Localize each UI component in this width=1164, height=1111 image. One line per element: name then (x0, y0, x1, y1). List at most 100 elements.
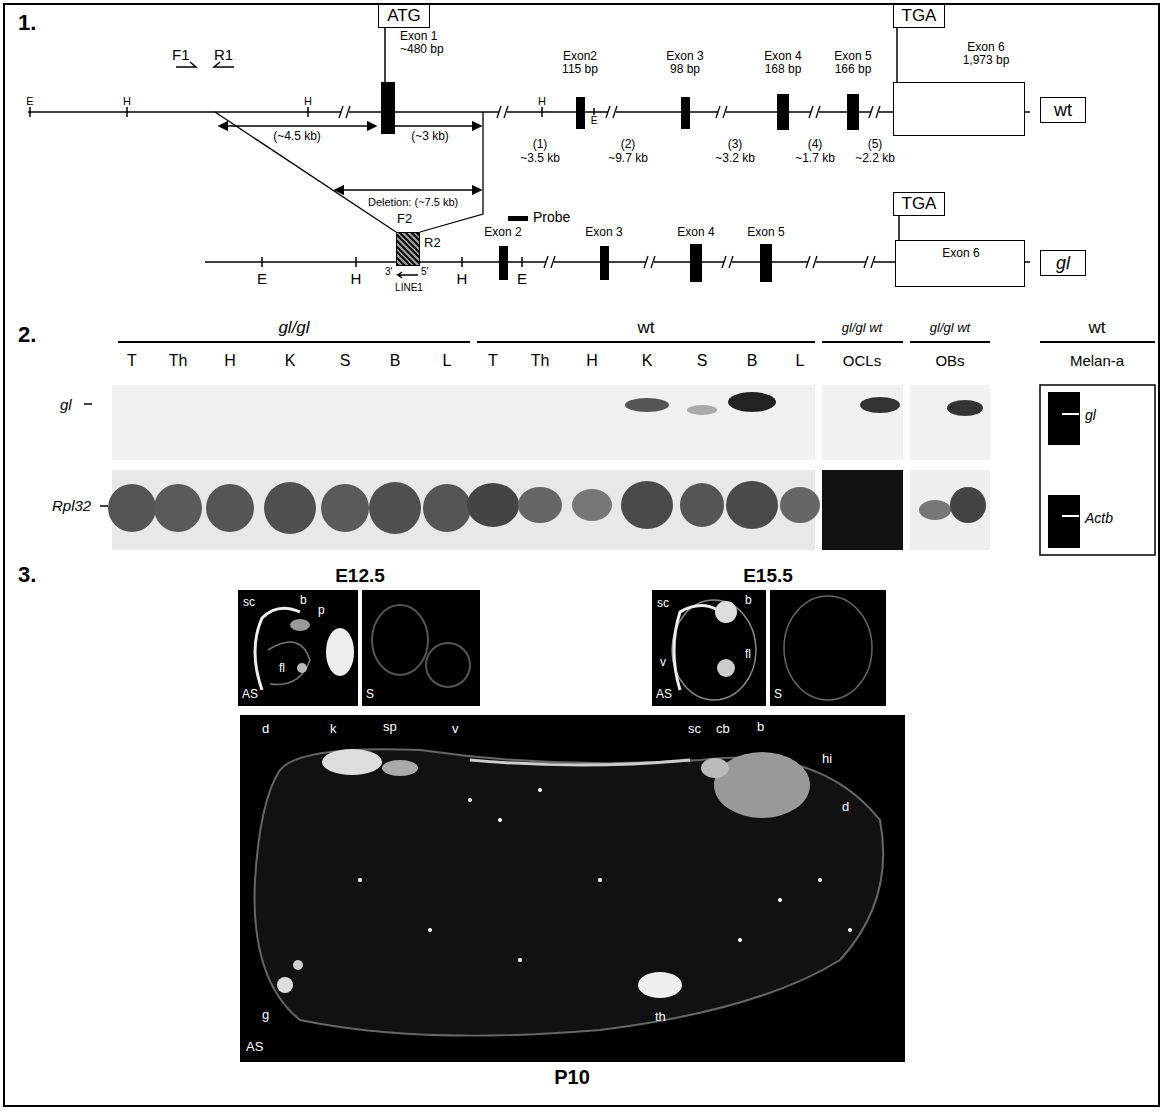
figure-label: b (300, 594, 307, 608)
figure-label: ~9.7 kb (608, 152, 648, 166)
embryo-image (238, 590, 905, 1062)
figure-label: gl (60, 396, 72, 413)
node-text: ATG (387, 6, 421, 26)
figure-label: T (127, 352, 137, 370)
figure-label: sp (383, 720, 397, 735)
figure-label: th (655, 1010, 666, 1025)
node-text: Exon 4 (764, 50, 801, 64)
northern-blot (467, 483, 519, 527)
exon-bar: Exon 4168 bp (777, 94, 789, 130)
break-mark (346, 106, 350, 118)
deletion-line (215, 112, 396, 232)
node-text: TGA (902, 194, 937, 214)
genomic-line (521, 257, 523, 267)
exon-box: Exon 61,973 bp (893, 82, 1025, 136)
break-mark (806, 256, 810, 268)
break-mark (497, 106, 501, 118)
figure-label: Probe (533, 209, 570, 225)
figure-label: hi (822, 752, 832, 767)
figure-label: AS (242, 688, 258, 702)
figure-label: T (488, 352, 498, 370)
exon-bar: Exon 1~480 bp (381, 82, 395, 134)
figure-label: H (123, 95, 131, 108)
figure-label: sc (688, 722, 701, 737)
gene-label-box: wt (1040, 97, 1086, 123)
gene-label-box: TGA (893, 4, 945, 28)
figure-label: ~3.5 kb (520, 152, 560, 166)
figure-label: fl (745, 648, 751, 662)
figure-label: 3' (385, 266, 392, 278)
break-mark (339, 104, 880, 270)
primer-arrow (176, 62, 418, 278)
northern-blot (910, 470, 990, 550)
break-mark (723, 106, 727, 118)
header-underline (477, 341, 815, 343)
figure-label: b (757, 720, 764, 735)
node-text: gl (1056, 253, 1070, 274)
figure-label: E (257, 270, 267, 287)
figure-label: ~1.7 kb (795, 152, 835, 166)
embryo-image (784, 596, 872, 700)
northern-blot (206, 484, 254, 532)
embryo-image (738, 938, 742, 942)
figure-label: g (262, 1008, 269, 1023)
figure-label: (~4.5 kb) (273, 130, 321, 144)
node-text: 115 bp (562, 63, 598, 77)
embryo-image (238, 590, 358, 706)
embryo-image (652, 590, 766, 706)
embryo-image (268, 642, 310, 685)
figure-label: AS (246, 1040, 263, 1055)
embryo-image (518, 958, 522, 962)
figure-label: k (330, 722, 337, 737)
figure-label: Melan-a (1070, 352, 1124, 369)
genomic-line (28, 111, 1030, 113)
figure-label: L (443, 352, 452, 370)
break-mark (504, 106, 508, 118)
figure-label: S (697, 352, 708, 370)
figure-label: E (26, 95, 33, 108)
figure-label: cb (716, 722, 730, 737)
deletion-line (215, 112, 483, 232)
figure-label: (2) (621, 138, 636, 152)
line1-insert: LINE1 (396, 232, 420, 266)
figure-label: (3) (728, 138, 743, 152)
connector-line (898, 216, 900, 240)
node-text: Exon 4 (677, 226, 714, 240)
figure-label: H (351, 270, 362, 287)
exon-bar: Exon 398 bp (681, 97, 690, 129)
figure-label: AS (656, 688, 672, 702)
embryo-image (468, 798, 472, 802)
figure-label: p (318, 604, 325, 618)
break-mark (644, 256, 648, 268)
northern-blot (822, 385, 903, 460)
figure-label: P10 (554, 1066, 590, 1089)
embryo-image (714, 752, 810, 818)
melan-a-panel (1040, 385, 1155, 555)
genomic-line (461, 257, 463, 267)
figure-label: 2. (18, 322, 36, 347)
embryo-image (778, 898, 782, 902)
figure-label: v (660, 656, 666, 670)
gene-label-box: gl (1040, 250, 1086, 276)
figure-label: (5) (868, 138, 883, 152)
northern-blot (108, 484, 156, 532)
exon-bar: Exon 4 (690, 244, 702, 282)
header-underline (910, 341, 990, 343)
northern-blot (947, 400, 983, 416)
exon-bar: Exon2115 bp (576, 97, 585, 129)
figure-label: wt (638, 318, 655, 338)
node-text: Exon 3 (666, 50, 703, 64)
dimension-arrow (219, 126, 481, 190)
figure-label: ~3.2 kb (715, 152, 755, 166)
figure-label: Th (169, 352, 188, 370)
exon-bar: Exon 5 (760, 244, 772, 282)
figure-label: E15.5 (743, 565, 793, 587)
figure-label: Rpl32 (52, 497, 91, 514)
figure-label: sc (243, 596, 255, 610)
break-mark (716, 106, 720, 118)
northern-blot (112, 470, 815, 550)
node-text: Exon 1 (400, 30, 437, 44)
embryo-image (598, 878, 602, 882)
break-mark (876, 106, 880, 118)
connector-line (896, 28, 898, 82)
